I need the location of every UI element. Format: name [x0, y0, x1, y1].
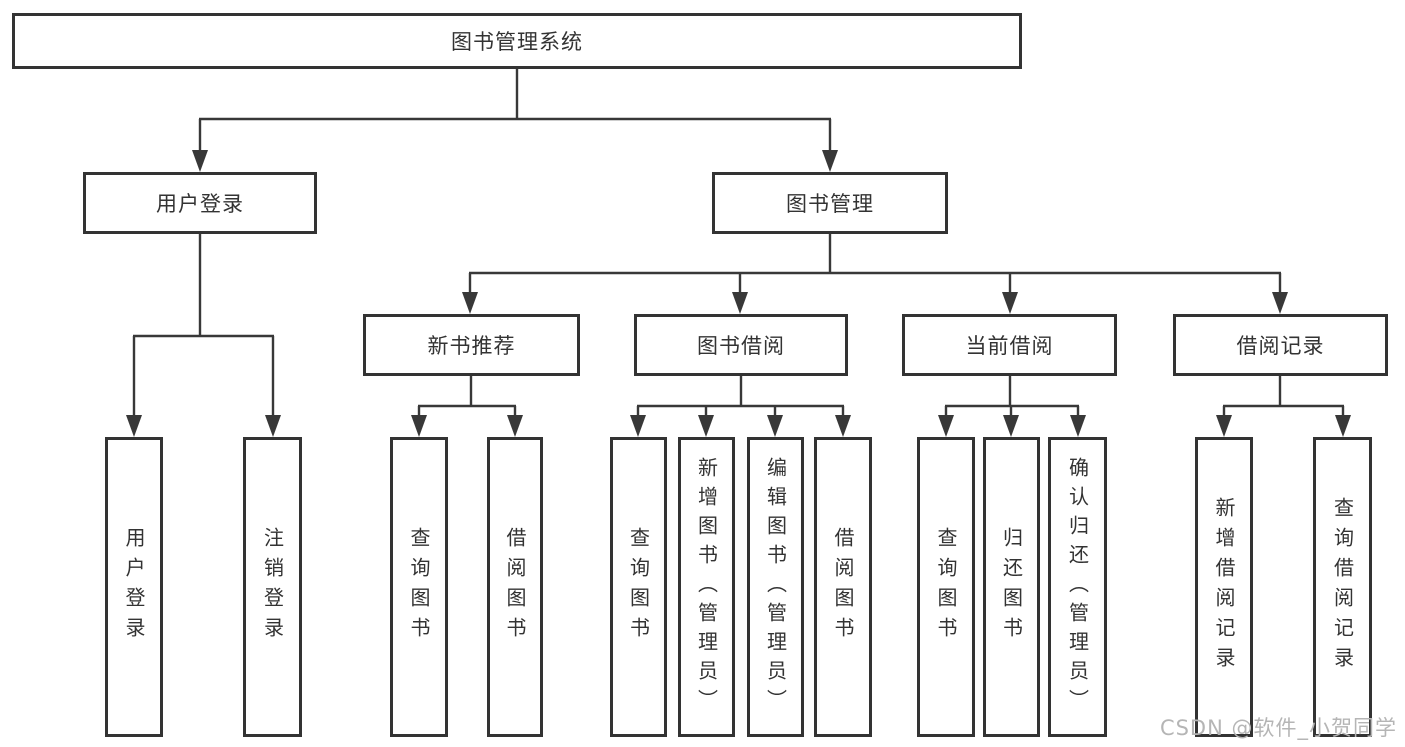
leaf-borrow-books-recommend-label: 借阅图书 — [503, 527, 527, 647]
node-book-management: 图书管理 — [712, 172, 948, 234]
node-borrow-records-label: 借阅记录 — [1236, 334, 1325, 358]
leaf-edit-books-admin-label: 编辑图书（管理员） — [763, 456, 788, 718]
node-new-book-recommend-label: 新书推荐 — [427, 334, 516, 358]
leaf-user-login-label: 用户登录 — [122, 527, 146, 647]
leaf-query-borrow-record: 查询借阅记录 — [1313, 437, 1372, 737]
node-current-borrow: 当前借阅 — [902, 314, 1117, 376]
node-new-book-recommend: 新书推荐 — [363, 314, 580, 376]
leaf-confirm-return-admin: 确认归还（管理员） — [1048, 437, 1107, 737]
leaf-add-books-admin-label: 新增图书（管理员） — [694, 456, 719, 718]
leaf-query-books-recommend: 查询图书 — [390, 437, 448, 737]
leaf-borrow-books-label: 借阅图书 — [831, 527, 855, 647]
leaf-query-books-borrow: 查询图书 — [610, 437, 667, 737]
leaf-add-borrow-record-label: 新增借阅记录 — [1212, 497, 1236, 677]
leaf-query-borrow-record-label: 查询借阅记录 — [1330, 497, 1355, 677]
leaf-user-login: 用户登录 — [105, 437, 163, 737]
leaf-borrow-books: 借阅图书 — [814, 437, 872, 737]
node-current-borrow-label: 当前借阅 — [965, 334, 1054, 358]
leaf-confirm-return-admin-label: 确认归还（管理员） — [1065, 456, 1090, 718]
node-book-borrow-label: 图书借阅 — [697, 334, 785, 358]
leaf-query-books-current: 查询图书 — [917, 437, 975, 737]
leaf-logout: 注销登录 — [243, 437, 302, 737]
leaf-query-books-current-label: 查询图书 — [934, 527, 958, 647]
leaf-return-books: 归还图书 — [983, 437, 1040, 737]
leaf-logout-label: 注销登录 — [260, 527, 285, 647]
node-user-login-label: 用户登录 — [156, 192, 244, 216]
leaf-query-books-borrow-label: 查询图书 — [626, 527, 651, 647]
node-root-system: 图书管理系统 — [12, 13, 1022, 69]
node-root-label: 图书管理系统 — [451, 30, 583, 54]
leaf-return-books-label: 归还图书 — [999, 527, 1024, 647]
node-book-management-label: 图书管理 — [786, 192, 874, 216]
csdn-watermark: CSDN @软件_小贺同学 — [1159, 716, 1397, 740]
leaf-query-books-recommend-label: 查询图书 — [407, 527, 431, 647]
node-borrow-records: 借阅记录 — [1173, 314, 1388, 376]
leaf-edit-books-admin: 编辑图书（管理员） — [747, 437, 804, 737]
leaf-add-borrow-record: 新增借阅记录 — [1195, 437, 1253, 737]
node-user-login: 用户登录 — [83, 172, 317, 234]
node-book-borrow: 图书借阅 — [634, 314, 848, 376]
leaf-add-books-admin: 新增图书（管理员） — [678, 437, 735, 737]
leaf-borrow-books-recommend: 借阅图书 — [487, 437, 543, 737]
